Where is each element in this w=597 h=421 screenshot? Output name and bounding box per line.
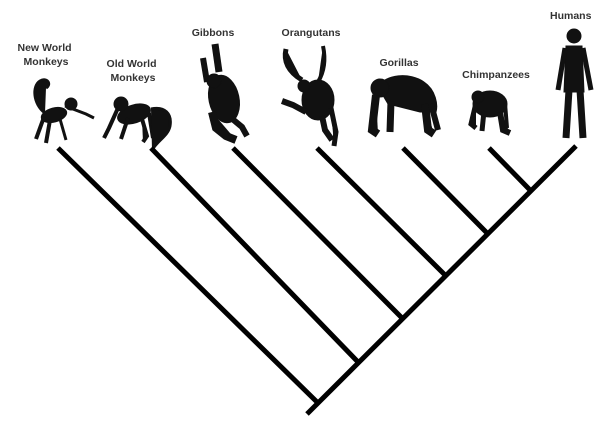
label-new-world-monkeys-line-2: Monkeys: [24, 56, 69, 68]
label-gibbons: Gibbons: [192, 27, 235, 39]
new-world-monkey-icon: [33, 78, 95, 144]
label-old-world-monkeys: Old World Monkeys: [107, 58, 160, 84]
human-icon: [555, 28, 594, 139]
branch-chimpanzees: [487, 146, 532, 192]
branch-gorillas: [401, 146, 489, 235]
orangutan-icon: [280, 45, 339, 147]
tree-branches: [56, 144, 578, 416]
label-chimpanzees: Chimpanzees: [462, 69, 530, 81]
gorilla-icon: [367, 75, 441, 138]
trunk-spine: [305, 144, 578, 416]
branch-orangutans: [315, 146, 447, 277]
chimpanzee-icon: [468, 90, 512, 136]
label-new-world-monkeys: New World Monkeys: [18, 42, 75, 68]
label-humans: Humans: [550, 10, 592, 22]
taxon-labels: New World Monkeys Old World Monkeys Gibb…: [18, 10, 592, 84]
gibbon-icon: [200, 43, 250, 144]
branch-gibbons: [231, 146, 404, 320]
branch-old-world-monkeys: [149, 146, 360, 364]
label-new-world-monkeys-line-1: New World: [18, 42, 72, 54]
label-old-world-monkeys-line-1: Old World: [107, 58, 157, 70]
label-orangutans: Orangutans: [282, 27, 341, 39]
label-gorillas: Gorillas: [379, 57, 418, 69]
branch-new-world-monkeys: [56, 146, 320, 405]
old-world-monkey-icon: [102, 96, 172, 151]
label-old-world-monkeys-line-2: Monkeys: [111, 72, 156, 84]
